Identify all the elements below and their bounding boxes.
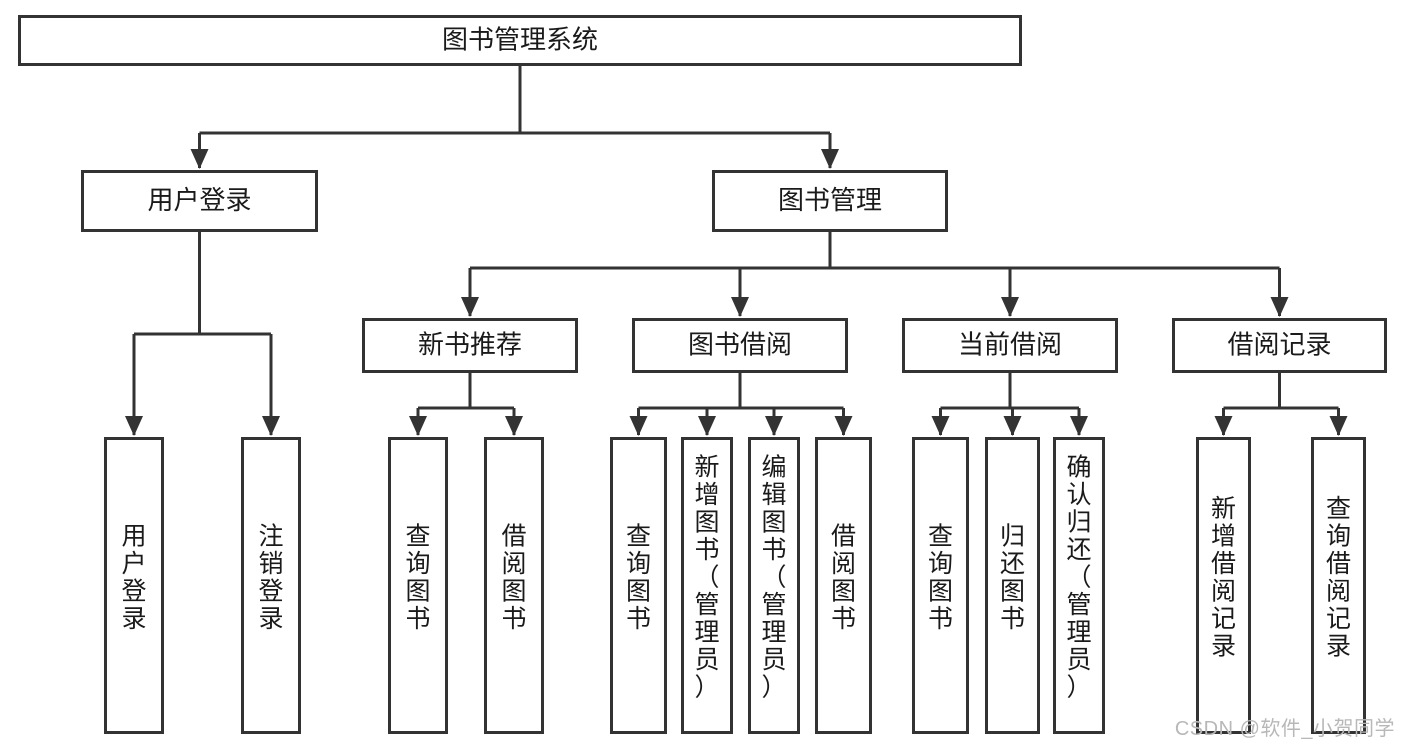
node-label: 查询借阅记录 <box>1326 495 1351 661</box>
node-label: 用户登录 <box>121 522 146 633</box>
node-borrow-record[interactable]: 借阅记录 <box>1172 318 1387 373</box>
edge-group-user-login <box>125 232 280 436</box>
node-box <box>985 437 1040 734</box>
node-box <box>1053 437 1105 734</box>
arrow-head-icon <box>1001 297 1019 317</box>
node-leaf-add-borrow-record[interactable]: 新增借阅记录 <box>1196 437 1251 734</box>
node-leaf-user-login[interactable]: 用户登录 <box>104 437 164 734</box>
connector-layer <box>125 66 1348 436</box>
arrow-head-icon <box>1214 416 1233 436</box>
node-box <box>81 170 318 232</box>
node-label: 借阅图书 <box>831 522 856 633</box>
node-label: 新书推荐 <box>418 329 522 359</box>
node-box <box>632 318 848 373</box>
node-leaf-confirm-return-admin[interactable]: 确认归还（管理员） <box>1053 437 1105 734</box>
node-label: 借阅图书 <box>501 522 526 633</box>
node-book-borrow[interactable]: 图书借阅 <box>632 318 848 373</box>
node-leaf-query-book-1[interactable]: 查询图书 <box>388 437 448 734</box>
arrow-head-icon <box>765 416 783 436</box>
node-box <box>362 318 578 373</box>
node-leaf-edit-book-admin[interactable]: 编辑图书（管理员） <box>748 437 800 734</box>
node-leaf-query-book-3[interactable]: 查询图书 <box>912 437 969 734</box>
edge-group-borrow-record <box>1214 373 1348 436</box>
node-label: 借阅记录 <box>1227 329 1331 359</box>
edge-group-new-book-recommend <box>409 373 523 436</box>
arrow-head-icon <box>190 149 209 169</box>
node-label: 图书管理 <box>778 185 882 215</box>
edge-group-root <box>190 66 839 169</box>
node-label: 用户登录 <box>147 185 251 215</box>
node-book-manage[interactable]: 图书管理 <box>712 170 948 232</box>
edge-group-book-manage <box>461 232 1289 317</box>
node-label: 确认归还（管理员） <box>1066 454 1091 702</box>
node-box <box>388 437 448 734</box>
edge-group-current-borrow <box>931 373 1088 436</box>
node-box <box>902 318 1118 373</box>
node-label: 查询图书 <box>928 522 953 633</box>
arrow-head-icon <box>834 416 853 436</box>
node-leaf-query-borrow-record[interactable]: 查询借阅记录 <box>1311 437 1366 734</box>
node-leaf-query-book-2[interactable]: 查询图书 <box>610 437 667 734</box>
arrow-head-icon <box>409 416 427 436</box>
arrow-head-icon <box>1003 416 1022 436</box>
node-label: 新增图书（管理员） <box>694 454 719 702</box>
node-box <box>241 437 301 734</box>
arrow-head-icon <box>698 416 716 436</box>
node-label: 当前借阅 <box>958 329 1062 359</box>
arrow-head-icon <box>1329 416 1348 436</box>
arrow-head-icon <box>262 416 280 436</box>
node-box <box>1172 318 1387 373</box>
arrow-head-icon <box>821 149 839 169</box>
arrow-head-icon <box>125 416 143 436</box>
node-label: 新增借阅记录 <box>1211 495 1236 661</box>
node-box <box>748 437 800 734</box>
node-label: 图书管理系统 <box>442 24 598 54</box>
node-box <box>912 437 969 734</box>
node-label: 编辑图书（管理员） <box>761 454 786 702</box>
node-leaf-add-book-admin[interactable]: 新增图书（管理员） <box>681 437 733 734</box>
node-leaf-return-book[interactable]: 归还图书 <box>985 437 1040 734</box>
arrow-head-icon <box>505 416 523 436</box>
node-box <box>610 437 667 734</box>
node-leaf-borrow-book-1[interactable]: 借阅图书 <box>484 437 544 734</box>
node-label: 归还图书 <box>1000 522 1025 633</box>
node-box <box>712 170 948 232</box>
arrow-head-icon <box>629 416 648 436</box>
arrow-head-icon <box>1070 416 1088 436</box>
node-leaf-borrow-book-2[interactable]: 借阅图书 <box>815 437 872 734</box>
node-new-book-recommend[interactable]: 新书推荐 <box>362 318 578 373</box>
node-box <box>681 437 733 734</box>
arrow-head-icon <box>461 297 479 317</box>
node-box <box>1311 437 1366 734</box>
node-user-login[interactable]: 用户登录 <box>81 170 318 232</box>
node-leaf-logout[interactable]: 注销登录 <box>241 437 301 734</box>
arrow-head-icon <box>731 297 749 317</box>
node-box <box>815 437 872 734</box>
edge-group-book-borrow <box>629 373 853 436</box>
node-box <box>1196 437 1251 734</box>
node-label: 注销登录 <box>258 522 283 633</box>
arrow-head-icon <box>1270 297 1289 317</box>
node-label: 查询图书 <box>626 522 651 633</box>
node-current-borrow[interactable]: 当前借阅 <box>902 318 1118 373</box>
node-label: 查询图书 <box>405 522 430 633</box>
arrow-head-icon <box>931 416 950 436</box>
node-layer: 图书管理系统用户登录图书管理新书推荐图书借阅当前借阅借阅记录用户登录注销登录查询… <box>18 15 1387 734</box>
node-box <box>18 15 1022 66</box>
node-box <box>104 437 164 734</box>
node-root[interactable]: 图书管理系统 <box>18 15 1022 66</box>
node-box <box>484 437 544 734</box>
node-label: 图书借阅 <box>688 329 792 359</box>
